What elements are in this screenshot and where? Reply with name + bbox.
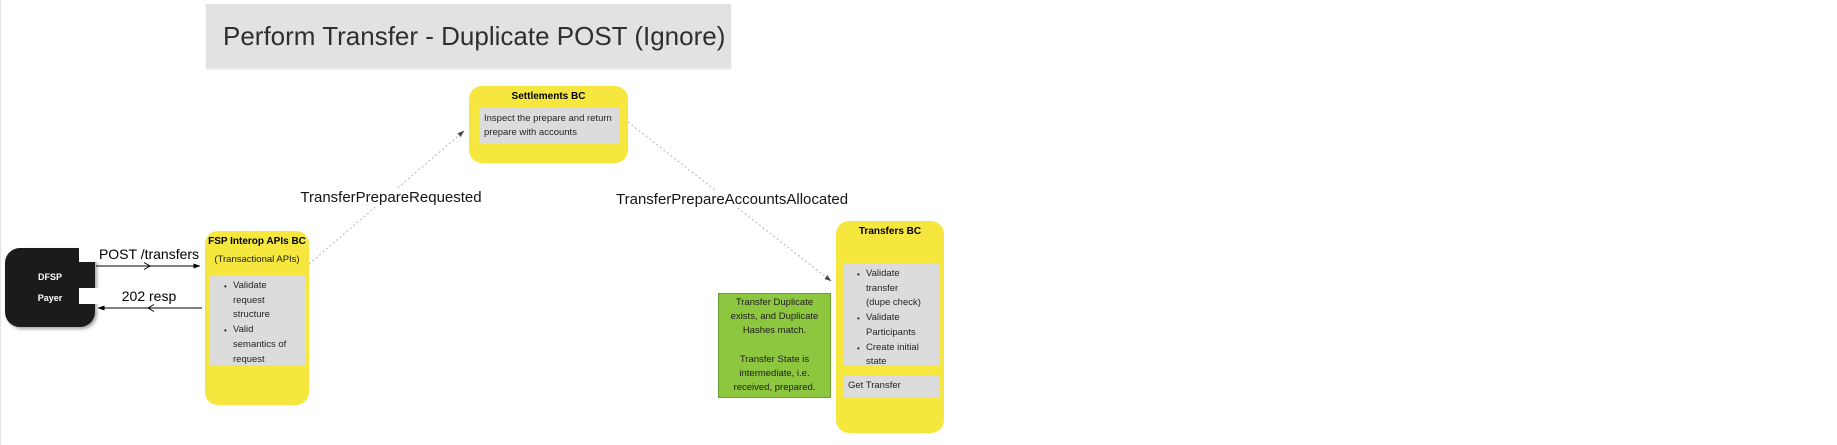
label-transfer-prepare-accounts-allocated[interactable]: TransferPrepareAccountsAllocated (614, 191, 849, 208)
transfers-bc-bullet-box: Validate transfer (dupe check) Validate … (843, 263, 939, 367)
node-settlements-bc[interactable]: Settlements BC Inspect the prepare and r… (469, 86, 628, 163)
actor-label-line2: Payer (37, 293, 63, 303)
duplicate-note-para2: Transfer State is intermediate, i.e. rec… (733, 353, 816, 394)
bullet-item: Valid semantics of request (224, 323, 291, 367)
settlements-bc-header: Settlements BC (511, 91, 586, 102)
label-transfer-prepare-requested[interactable]: TransferPrepareRequested (297, 189, 485, 206)
actor-label-line1: DFSP (37, 272, 62, 282)
bullet-item: Create initial state (857, 341, 924, 370)
settlements-bc-note: Inspect the prepare and return prepare w… (479, 108, 620, 144)
fsp-interop-header: FSP Interop APIs BC (208, 236, 306, 247)
duplicate-note-para1: Transfer Duplicate exists, and Duplicate… (730, 296, 819, 337)
label-post-transfers[interactable]: POST /transfers (79, 246, 219, 262)
node-fsp-interop-apis-bc[interactable]: FSP Interop APIs BC (Transactional APIs)… (205, 231, 309, 405)
label-202-resp[interactable]: 202 resp (79, 288, 219, 304)
fsp-interop-bullet-box: Validate request structure Valid semanti… (210, 275, 306, 365)
page-title: Perform Transfer - Duplicate POST (Ignor… (223, 20, 726, 51)
fsp-interop-bullet-list: Validate request structure Valid semanti… (210, 275, 306, 367)
get-transfer-box[interactable]: Get Transfer (843, 375, 939, 397)
node-transfers-bc[interactable]: Transfers BC Validate transfer (dupe che… (836, 221, 944, 433)
fsp-interop-subheader: (Transactional APIs) (214, 254, 300, 265)
edge-202-resp-midtick (147, 304, 155, 312)
note-transfer-duplicate[interactable]: Transfer Duplicate exists, and Duplicate… (718, 293, 831, 398)
transfers-bc-bullet-list: Validate transfer (dupe check) Validate … (843, 263, 939, 370)
title-banner[interactable]: Perform Transfer - Duplicate POST (Ignor… (206, 4, 731, 68)
transfers-bc-header: Transfers BC (858, 226, 922, 237)
bullet-item: Validate Participants (857, 311, 924, 340)
bullet-item: Validate request structure (224, 279, 291, 323)
edge-post-transfers-midtick (143, 262, 151, 270)
bullet-item: Validate transfer (dupe check) (857, 267, 924, 311)
